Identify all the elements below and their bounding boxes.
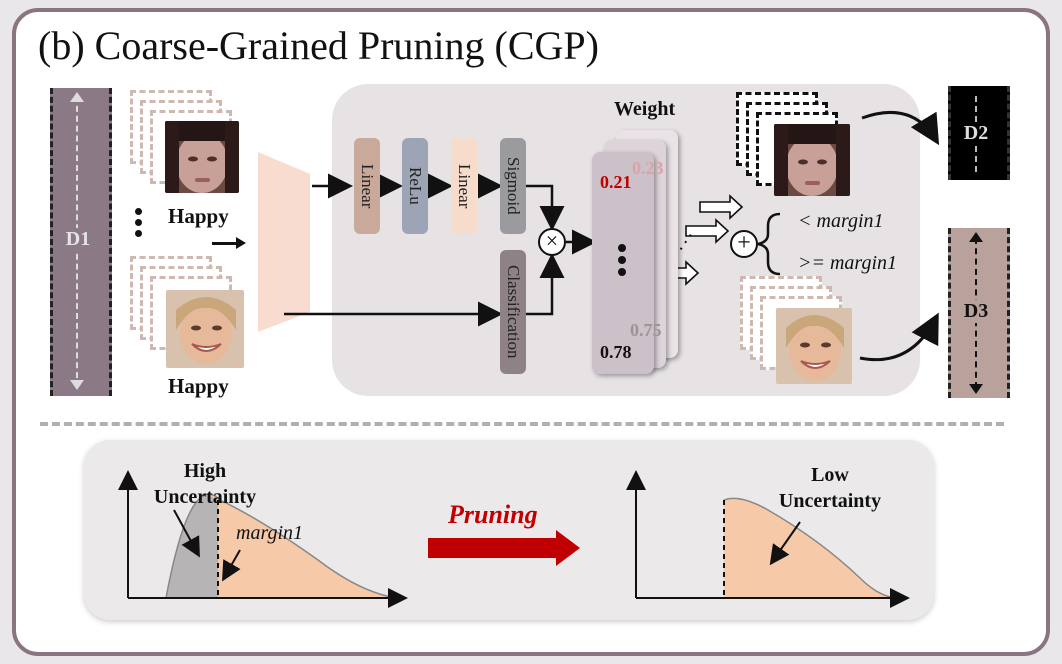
image-label-top: Happy bbox=[168, 204, 229, 228]
output-face-bottom bbox=[776, 308, 852, 384]
linear-layer-1-label: Linear bbox=[358, 163, 377, 209]
figure-title: (b) Coarse-Grained Pruning (CGP) bbox=[38, 23, 599, 68]
d1-arrow-down-head bbox=[70, 380, 84, 390]
oplus-icon: + bbox=[730, 230, 758, 258]
classification-layer-label: Classification bbox=[504, 265, 523, 359]
ellipsis-dots-left bbox=[134, 206, 144, 242]
d3-label: D3 bbox=[958, 300, 994, 323]
output-face-top bbox=[774, 124, 850, 196]
d1-label: D1 bbox=[60, 228, 96, 251]
margin-label: margin1 bbox=[236, 522, 304, 544]
high-uncertainty-label: High Uncertainty bbox=[153, 460, 257, 508]
low-uncertainty-label: Low Uncertainty bbox=[778, 464, 882, 512]
weight-value-back-top: 0.23 bbox=[632, 158, 664, 178]
linear-layer-2-label: Linear bbox=[455, 163, 474, 209]
feature-extractor bbox=[258, 152, 310, 332]
relu-layer: ReLu bbox=[402, 138, 428, 234]
weight-value-front-top: 0.21 bbox=[600, 172, 632, 192]
relu-layer-label: ReLu bbox=[406, 167, 425, 205]
linear-layer-2: Linear bbox=[451, 138, 477, 234]
d1-arrow-up-head bbox=[70, 92, 84, 102]
face-image-top bbox=[165, 121, 239, 193]
d3-arrow-up-head bbox=[969, 232, 983, 242]
input-arrow bbox=[212, 242, 238, 245]
weight-value-back-bottom: 0.75 bbox=[630, 320, 662, 340]
condition-above-margin: >= margin1 bbox=[798, 252, 898, 274]
input-arrow-head bbox=[236, 237, 246, 249]
d3-arrow-down-head bbox=[969, 384, 983, 394]
face-image-bottom bbox=[166, 290, 244, 368]
condition-below-margin: < margin1 bbox=[798, 210, 884, 232]
classification-layer: Classification bbox=[500, 250, 526, 374]
image-label-bottom: Happy bbox=[168, 374, 229, 398]
section-separator bbox=[40, 422, 1004, 426]
weight-title: Weight bbox=[614, 98, 676, 120]
multiply-icon: × bbox=[538, 228, 566, 256]
sigmoid-layer-label: Sigmoid bbox=[504, 157, 523, 215]
sigmoid-layer: Sigmoid bbox=[500, 138, 526, 234]
weight-value-front-bottom: 0.78 bbox=[600, 342, 632, 362]
linear-layer-1: Linear bbox=[354, 138, 380, 234]
weight-ellipsis bbox=[618, 244, 628, 280]
pruning-label: Pruning bbox=[448, 500, 538, 529]
d2-label: D2 bbox=[958, 122, 994, 145]
